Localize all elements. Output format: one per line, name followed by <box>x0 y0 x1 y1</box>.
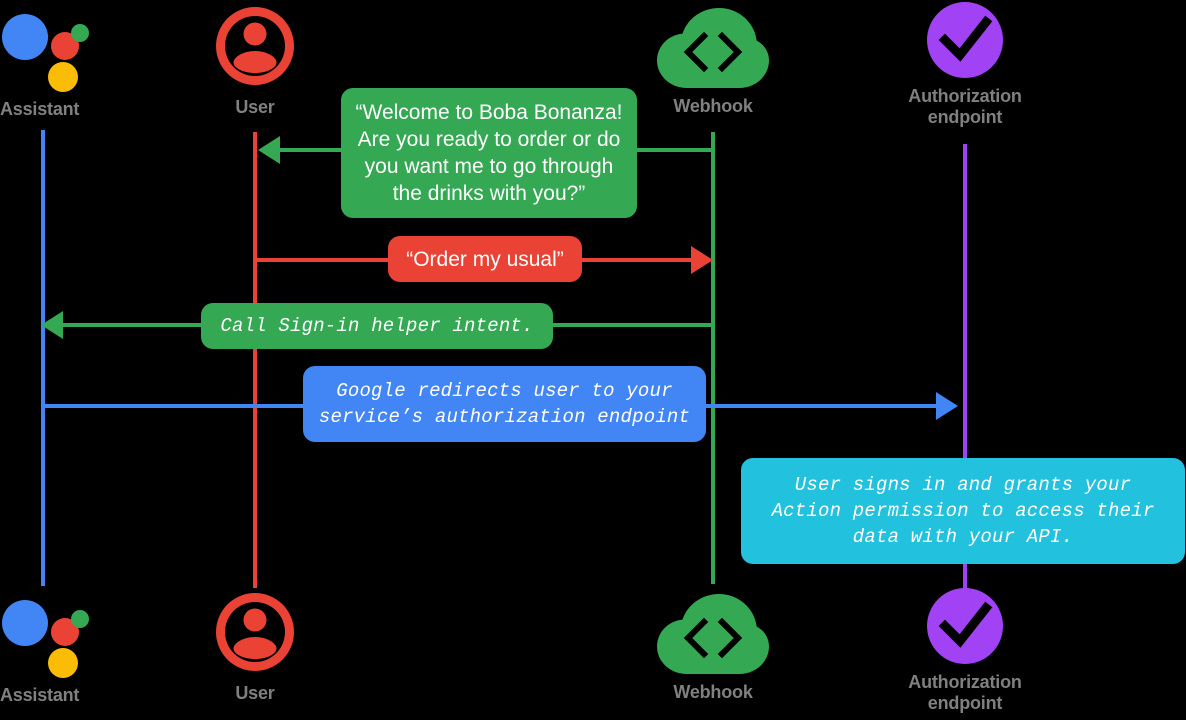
actor-label-auth-top: Authorization endpoint <box>908 86 1022 127</box>
cloud-code-icon-bottom <box>657 594 769 676</box>
actor-label-assistant-bottom: Assistant <box>0 685 80 705</box>
arrowhead-signin-helper <box>41 311 63 339</box>
lifeline-webhook <box>711 132 715 584</box>
lifeline-user <box>253 132 257 588</box>
actor-label-webhook-bottom: Webhook <box>673 682 753 702</box>
purple-checkmark-icon-top <box>927 2 1003 78</box>
purple-checkmark-icon-bottom <box>927 588 1003 664</box>
cloud-code-icon-top <box>657 8 769 90</box>
actor-label-webhook-top: Webhook <box>673 96 753 116</box>
arrowhead-welcome <box>258 136 280 164</box>
actor-label-auth-bottom: Authorization endpoint <box>908 672 1022 713</box>
bubble-welcome: “Welcome to Boba Bonanza! Are you ready … <box>341 88 637 218</box>
bubble-redirect: Google redirects user to your service’s … <box>303 366 706 442</box>
assistant-dot-yellow <box>48 62 78 92</box>
google-assistant-logo-icon-bottom <box>0 594 92 678</box>
arrowhead-order-usual <box>691 246 713 274</box>
assistant-dot-green <box>71 24 89 42</box>
user-avatar-icon-top <box>216 7 294 85</box>
bubble-order-usual: “Order my usual” <box>388 236 582 282</box>
actor-label-user-bottom: User <box>235 683 275 703</box>
bubble-signin-helper: Call Sign-in helper intent. <box>201 303 553 349</box>
arrowhead-redirect <box>936 392 958 420</box>
google-assistant-logo-icon <box>0 8 92 92</box>
lifeline-assistant <box>41 130 45 586</box>
actor-label-user-top: User <box>235 97 275 117</box>
user-avatar-icon-bottom <box>216 593 294 671</box>
lifeline-auth <box>963 144 967 592</box>
assistant-dot-yellow <box>48 648 78 678</box>
assistant-dot-green <box>71 610 89 628</box>
assistant-dot-blue <box>2 600 48 646</box>
assistant-dot-blue <box>2 14 48 60</box>
bubble-grant-permission: User signs in and grants your Action per… <box>741 458 1185 564</box>
actor-label-assistant-top: Assistant <box>0 99 80 119</box>
